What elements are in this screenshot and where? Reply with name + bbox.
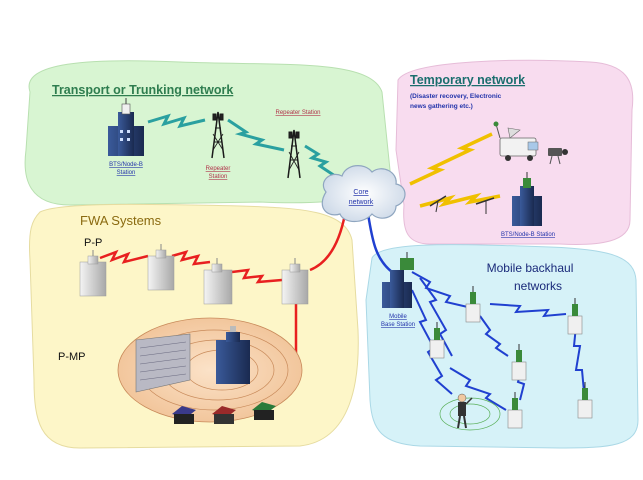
pp-link-3 <box>231 268 283 284</box>
cell-site-5 <box>577 382 593 419</box>
core-label-line2: network <box>349 199 374 206</box>
pp-building-3 <box>203 258 233 305</box>
mobile-user-coverage <box>439 397 501 431</box>
wired-link-core-mobile <box>366 213 393 273</box>
cell-site-3 <box>429 322 445 359</box>
pp-building-1 <box>79 250 107 297</box>
pp-link-1 <box>99 249 149 264</box>
camera-icon <box>548 148 568 165</box>
radio-link-bts-repeater <box>147 113 206 129</box>
fwa-title: FWA Systems <box>80 213 162 228</box>
radio-link-repeater-core <box>304 144 339 180</box>
bts-label-line1: BTS/Node-B <box>109 162 143 168</box>
pp-building-2 <box>147 244 175 291</box>
broadcast-van-icon <box>493 121 539 161</box>
cell-site-2 <box>567 298 583 335</box>
core-label-line1: Core <box>353 189 368 196</box>
repeater-top-label: Repeater Station <box>275 110 320 116</box>
bolt-core-van <box>409 132 493 186</box>
bts-station-transport <box>108 98 144 156</box>
pp-link-2 <box>171 250 211 266</box>
pmp-label: P-MP <box>58 351 86 363</box>
bts-station-temporary <box>512 172 542 226</box>
pp-label: P-P <box>84 237 102 249</box>
core-network-cloud: Core network <box>321 165 406 223</box>
radio-link-repeater-repeater <box>227 118 285 152</box>
repeater-label-line2: Station <box>209 174 228 180</box>
mobile-base-label-line1: Mobile <box>389 314 407 320</box>
temporary-bts-label: BTS/Node-B Station <box>501 232 555 238</box>
repeater-label-line1: Repeater <box>206 166 231 172</box>
mobile-base-label-line2: Base Station <box>381 322 415 328</box>
wired-link-core-fwa <box>309 213 347 272</box>
temporary-title: Temporary network <box>410 73 525 87</box>
pp-building-4 <box>281 258 309 305</box>
house-icon-3 <box>252 402 276 420</box>
mobile-region <box>365 244 639 449</box>
temporary-subtitle-line1: (Disaster recovery, Electronic <box>410 93 502 100</box>
repeater-tower-2 <box>287 129 301 179</box>
house-icon-1 <box>172 406 196 424</box>
repeater-tower-1 <box>211 111 225 159</box>
mobile-user-icon <box>457 393 473 429</box>
transport-title: Transport or Trunking network <box>52 83 233 97</box>
mobile-title-line2: networks <box>514 279 562 293</box>
cell-site-4 <box>511 344 527 381</box>
mobile-base-station <box>382 252 414 308</box>
bts-label-line2: Station <box>117 170 136 176</box>
pmp-hub-building <box>216 326 250 384</box>
cell-site-6 <box>507 392 523 429</box>
bolt-core-bts <box>419 192 501 208</box>
house-icon-2 <box>212 406 236 424</box>
portable-antenna-icon-2 <box>475 197 495 214</box>
portable-antenna-icon-1 <box>429 195 447 213</box>
pmp-office-building <box>135 333 191 393</box>
temporary-subtitle-line2: news gathering etc.) <box>410 103 473 110</box>
cell-site-1 <box>465 286 481 323</box>
mobile-title-line1: Mobile backhaul <box>487 261 574 275</box>
